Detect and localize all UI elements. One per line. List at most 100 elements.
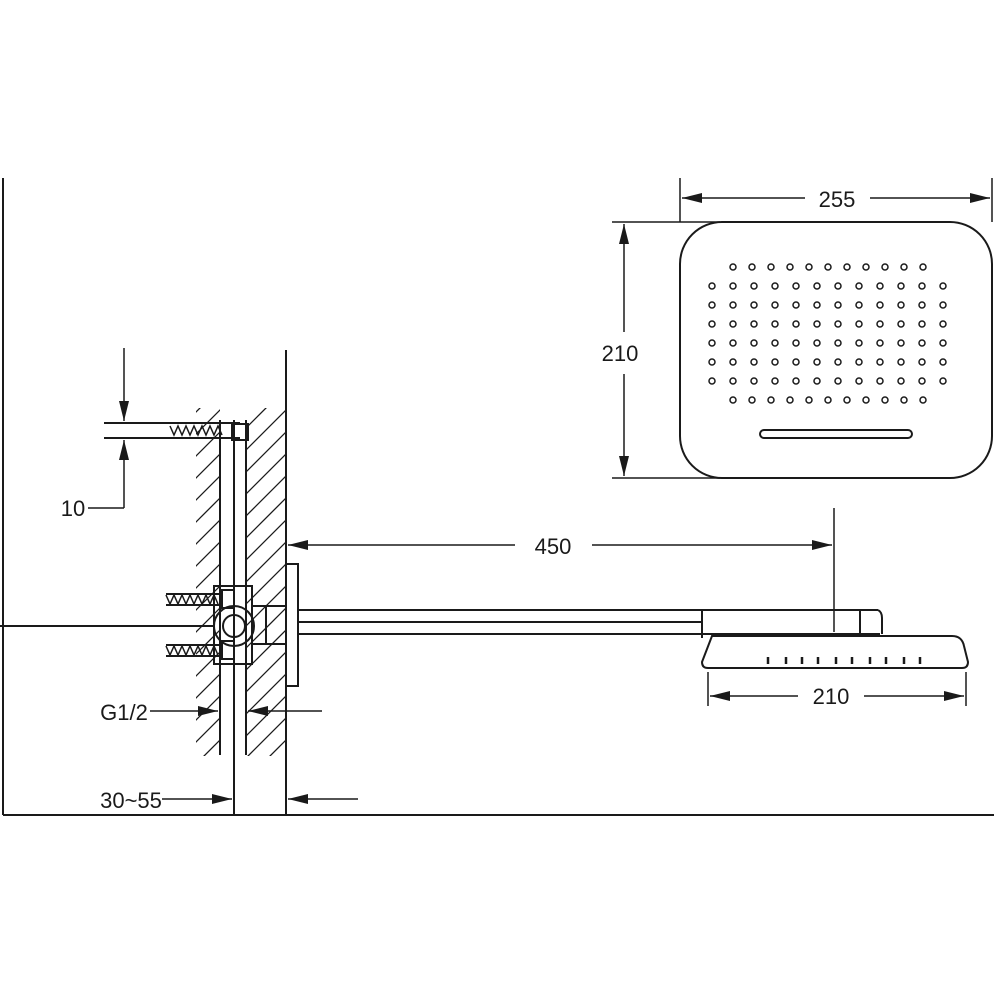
hatch-line [196,431,220,457]
nozzle [786,263,794,271]
nozzle [876,301,884,309]
nozzle [729,396,737,404]
nozzle [918,358,926,366]
nozzle [771,320,779,328]
nozzle [792,339,800,347]
nozzle [771,377,779,385]
shower-arm [298,609,883,638]
nozzle [750,339,758,347]
label-anchor-spacing: 10 [61,496,85,521]
nozzle [750,377,758,385]
hatch-line [176,786,240,850]
hatch-line [246,409,286,451]
dimension-arm-length: 450 [288,508,835,632]
nozzle [805,263,813,271]
dimension-head-width-top: 255 [679,178,993,222]
nozzle [855,358,863,366]
nozzle [771,339,779,347]
hatch-line [196,497,220,523]
label-wall-depth: 30~55 [100,788,162,813]
nozzle [750,358,758,366]
hatch-line [246,651,286,693]
nozzle [897,377,905,385]
nozzle [881,263,889,271]
nozzle [771,358,779,366]
nozzle [813,282,821,290]
label-head-width-side: 210 [813,684,850,709]
nozzle [939,339,947,347]
hatch-line [246,629,286,671]
nozzle [729,282,737,290]
nozzle [876,358,884,366]
hatch-line [246,541,286,583]
nozzle [792,282,800,290]
nozzle [900,263,908,271]
dimension-inlet-thread: G1/2 [100,700,322,725]
label-head-depth: 210 [602,341,639,366]
nozzle-grid [708,263,947,404]
label-head-width-top: 255 [819,187,856,212]
nozzle [881,396,889,404]
nozzle [862,263,870,271]
nozzle [729,358,737,366]
hatch-line [203,739,220,756]
nozzle [918,282,926,290]
hatch-line [246,519,286,561]
nozzle [792,377,800,385]
nozzle [855,339,863,347]
hatch-line [246,497,286,539]
nozzle [729,377,737,385]
nozzle [708,339,716,347]
nozzle [862,396,870,404]
nozzle [855,301,863,309]
nozzle [876,339,884,347]
nozzle [771,301,779,309]
nozzle [834,282,842,290]
label-inlet-thread: G1/2 [100,700,148,725]
nozzle [876,320,884,328]
nozzle [876,377,884,385]
nozzle [939,320,947,328]
hatch-line [246,475,286,517]
nozzle [897,282,905,290]
nozzle [813,377,821,385]
hatch-line [196,717,220,743]
nozzle [708,377,716,385]
nozzle [834,377,842,385]
nozzle [919,263,927,271]
hatch-line [196,673,220,699]
nozzle [918,377,926,385]
hatch-line [196,475,220,501]
nozzle [708,301,716,309]
shower-head-top-view [679,221,993,479]
nozzle [897,339,905,347]
nozzle [729,263,737,271]
hatch-line [246,563,286,605]
nozzle [708,358,716,366]
drawing-frame [0,178,994,816]
hatch-line [226,742,306,822]
nozzle [939,377,947,385]
anchor-screw-top [104,422,249,441]
nozzle [729,301,737,309]
nozzle [855,377,863,385]
anchor-screw-bottom [165,640,235,660]
hatch-line [196,563,220,589]
waterfall-slot [759,429,913,439]
hatch-line [226,786,306,866]
dimension-anchor-spacing: 10 [61,348,129,521]
nozzle [855,282,863,290]
nozzle [729,320,737,328]
nozzle [708,282,716,290]
nozzle [813,358,821,366]
nozzle [750,301,758,309]
nozzle [729,339,737,347]
nozzle [824,396,832,404]
nozzle [939,301,947,309]
nozzle [792,320,800,328]
nozzle [939,282,947,290]
nozzle [843,263,851,271]
hatch-line [246,431,286,473]
nozzle [748,263,756,271]
